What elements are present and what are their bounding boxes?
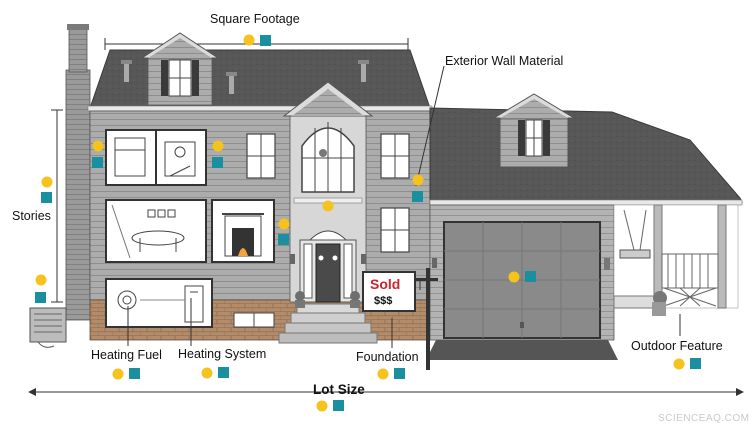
stories-dimension-line <box>51 109 63 303</box>
marker-square-footage <box>243 34 271 46</box>
interior-room-basement <box>105 278 213 328</box>
front-steps <box>278 303 378 344</box>
label-foundation: Foundation <box>356 350 419 364</box>
marker-stories-2 <box>35 274 47 303</box>
label-stories: Stories <box>12 209 51 223</box>
main-windows <box>233 133 410 328</box>
marker-entry <box>322 200 334 212</box>
entry-gable <box>282 81 374 303</box>
planters <box>295 291 360 308</box>
wall-lamps <box>290 254 437 268</box>
callout-lines <box>127 65 681 348</box>
marker-heating-fuel <box>112 368 140 380</box>
main-dormer <box>140 32 220 106</box>
marker-exterior-wall <box>412 174 424 202</box>
marker-room-2 <box>212 140 224 168</box>
label-heating-fuel: Heating Fuel <box>91 348 162 362</box>
marker-room-1 <box>92 140 104 168</box>
marker-garage <box>508 271 536 283</box>
sign-post <box>416 268 438 370</box>
label-lot-size: Lot Size <box>313 382 365 397</box>
label-exterior-wall-material: Exterior Wall Material <box>445 54 564 68</box>
porch <box>604 204 739 316</box>
interior-room-fireplace <box>211 199 275 263</box>
label-outdoor-feature: Outdoor Feature <box>631 339 723 353</box>
label-square-footage: Square Footage <box>210 12 300 26</box>
marker-heating-system <box>201 367 229 379</box>
sold-sign-text: Sold <box>370 276 401 292</box>
interior-room-dining <box>105 199 207 263</box>
watermark: SCIENCEAQ.COM <box>658 413 750 424</box>
marker-foundation <box>377 368 405 380</box>
roof-vents <box>121 60 369 94</box>
marker-lot-size <box>316 400 344 412</box>
attribute-markers <box>35 34 701 412</box>
square-footage-dimension-line <box>104 38 409 50</box>
marker-outdoor-feature <box>673 358 701 370</box>
main-roof <box>87 49 433 112</box>
sold-sign-price: $$$ <box>374 295 393 307</box>
label-heating-system: Heating System <box>178 347 267 361</box>
lot-size-dimension-line <box>28 388 744 396</box>
marker-stories <box>41 176 53 203</box>
ac-unit <box>29 307 67 348</box>
interior-room-kitchen <box>105 129 207 186</box>
marker-fireplace <box>278 218 290 245</box>
garage-dormer <box>492 93 576 168</box>
sold-sign: Sold $$$ <box>362 271 416 312</box>
chimney <box>65 24 91 321</box>
